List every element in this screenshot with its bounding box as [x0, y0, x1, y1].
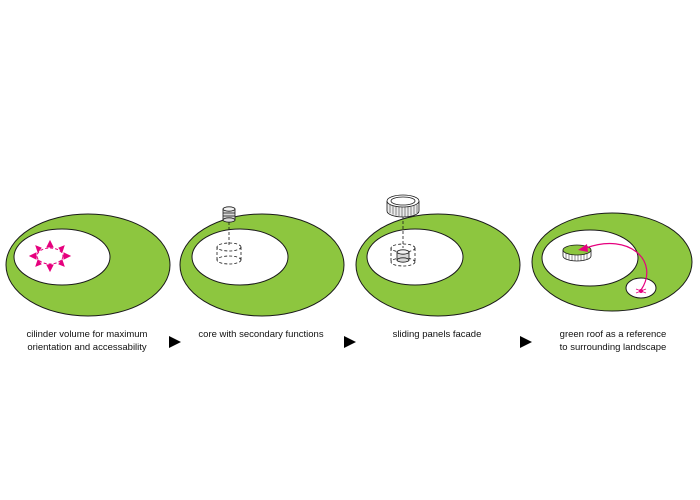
step-4-diagram: [531, 212, 693, 312]
landscape-opening: [625, 277, 657, 299]
step-1-caption-line-2: orientation and accessability: [27, 342, 147, 353]
play-arrow-icon: [169, 336, 181, 348]
building-footprint: [13, 228, 111, 286]
step-2-diagram: [179, 206, 345, 317]
step-2-caption-line-1: core with secondary functions: [198, 329, 324, 340]
play-arrow-icon: [344, 336, 356, 348]
arrow-head-icon: [578, 244, 588, 252]
building-footprint: [366, 228, 464, 286]
facade-outline: [390, 216, 416, 267]
sliding-panels-ring-icon: [386, 194, 420, 218]
core-cylinder-icon: [396, 249, 410, 263]
core-cylinder-icon: [222, 206, 236, 223]
orientation-arrows-icon: [28, 239, 72, 273]
play-arrow-icon: [520, 336, 532, 348]
step-4-caption: green roof as a reference to surrounding…: [538, 328, 688, 354]
step-4-caption-line-1: green roof as a reference: [559, 329, 667, 340]
step-1-caption: cilinder volume for maximum orientation …: [12, 328, 162, 354]
person-marker-icon: [635, 288, 647, 294]
step-1-diagram: [5, 213, 171, 317]
step-3-caption-line-1: sliding panels facade: [392, 329, 482, 340]
building-footprint: [191, 228, 289, 286]
step-2-caption: core with secondary functions: [186, 328, 336, 341]
step-3-diagram: [355, 194, 521, 317]
step-4-caption-line-2: to surrounding landscape: [559, 342, 667, 353]
step-1-caption-line-1: cilinder volume for maximum: [26, 329, 148, 340]
core-outline: [216, 222, 242, 265]
landscape-reference-arrow-icon: [585, 243, 648, 291]
step-3-caption: sliding panels facade: [362, 328, 512, 341]
